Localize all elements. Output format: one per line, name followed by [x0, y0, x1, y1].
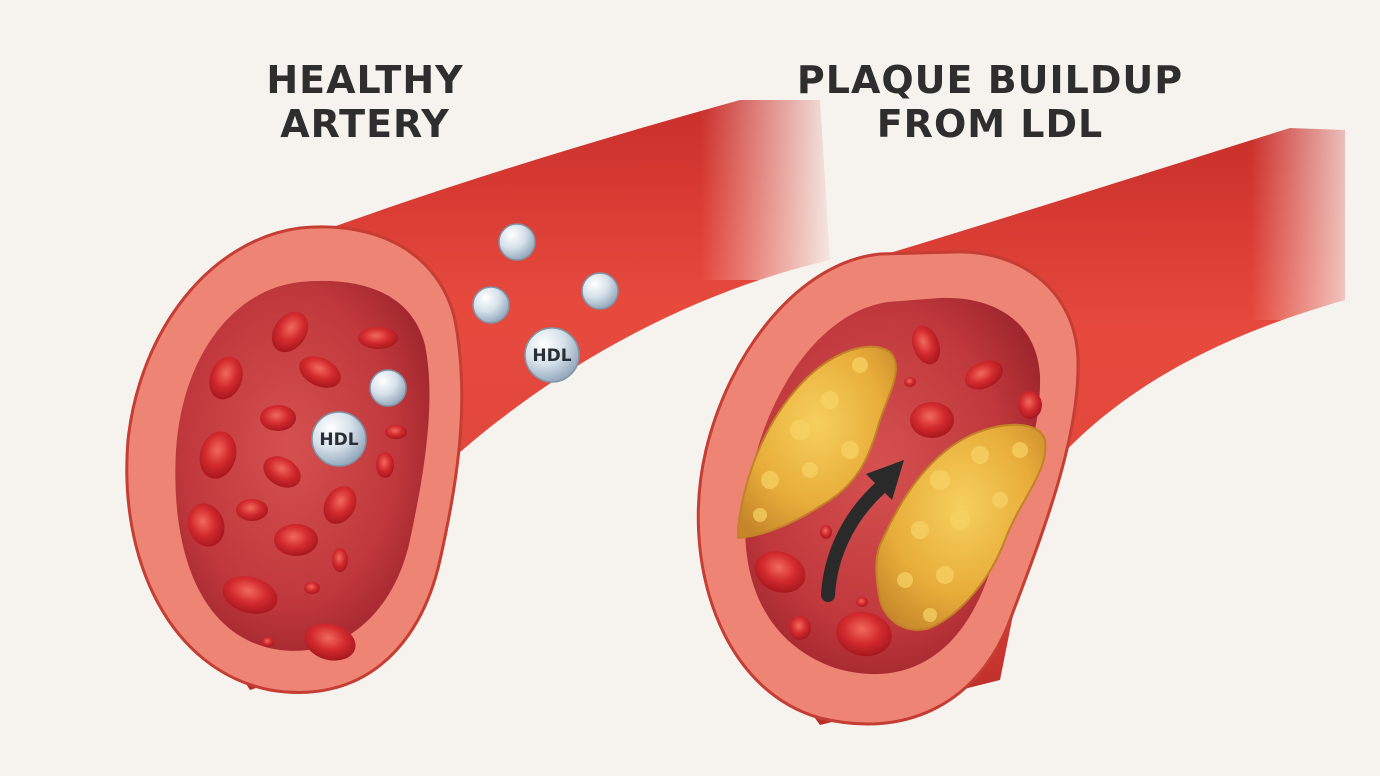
healthy-artery-title: HEALTHY ARTERY: [266, 58, 464, 146]
red-blood-cell: [263, 456, 301, 488]
red-blood-cell: [1018, 391, 1042, 419]
red-blood-cell: [271, 311, 309, 353]
hdl-particles: HDL HDL: [311, 223, 619, 467]
hdl-label: HDL: [319, 430, 358, 450]
red-blood-cells-left: [187, 311, 407, 661]
healthy-artery-fade: [700, 90, 840, 280]
red-blood-cell: [209, 356, 243, 400]
flow-arrow: [821, 460, 904, 602]
red-blood-cell: [199, 431, 237, 479]
red-blood-cell: [836, 611, 892, 657]
red-blood-cell: [332, 548, 348, 572]
plaque-artery-fade: [1250, 110, 1380, 320]
red-blood-cell: [304, 582, 320, 594]
red-blood-cell: [274, 524, 318, 556]
red-blood-cell: [385, 425, 407, 439]
red-blood-cell: [820, 525, 832, 539]
plaque-deposit-upper: [737, 345, 897, 540]
red-blood-cell: [789, 616, 811, 640]
plaque-buildup-title: PLAQUE BUILDUP FROM LDL: [796, 58, 1184, 146]
hdl-particle: [369, 369, 407, 407]
red-blood-cell: [304, 623, 356, 661]
hdl-particle: [472, 286, 510, 324]
red-blood-cell: [323, 486, 357, 524]
flow-arrow-head: [866, 460, 904, 500]
plaque-deposits: [737, 345, 1047, 631]
red-blood-cell: [236, 499, 268, 521]
red-blood-cell: [222, 576, 278, 614]
hdl-particle-labeled: [524, 327, 580, 383]
hdl-particle-labeled: [311, 411, 367, 467]
red-blood-cell: [262, 637, 274, 647]
healthy-artery: HDL HDL: [125, 90, 840, 694]
red-blood-cell: [376, 452, 394, 478]
plaque-texture: [753, 357, 1028, 622]
red-blood-cell: [754, 551, 806, 593]
red-blood-cell: [187, 503, 225, 547]
red-blood-cells-right: [754, 325, 1042, 657]
red-blood-cell: [910, 402, 954, 438]
hdl-label: HDL: [532, 346, 571, 366]
red-blood-cell: [911, 325, 941, 365]
flow-arrow-shaft: [821, 481, 887, 602]
hdl-particle: [498, 223, 536, 261]
red-blood-cell: [299, 356, 341, 388]
red-blood-cell: [260, 405, 296, 431]
hdl-particle: [581, 272, 619, 310]
plaque-artery: [696, 110, 1380, 726]
red-blood-cell: [358, 327, 398, 349]
red-blood-cell: [904, 377, 916, 387]
red-blood-cell: [856, 597, 868, 607]
red-blood-cell: [965, 360, 1003, 390]
